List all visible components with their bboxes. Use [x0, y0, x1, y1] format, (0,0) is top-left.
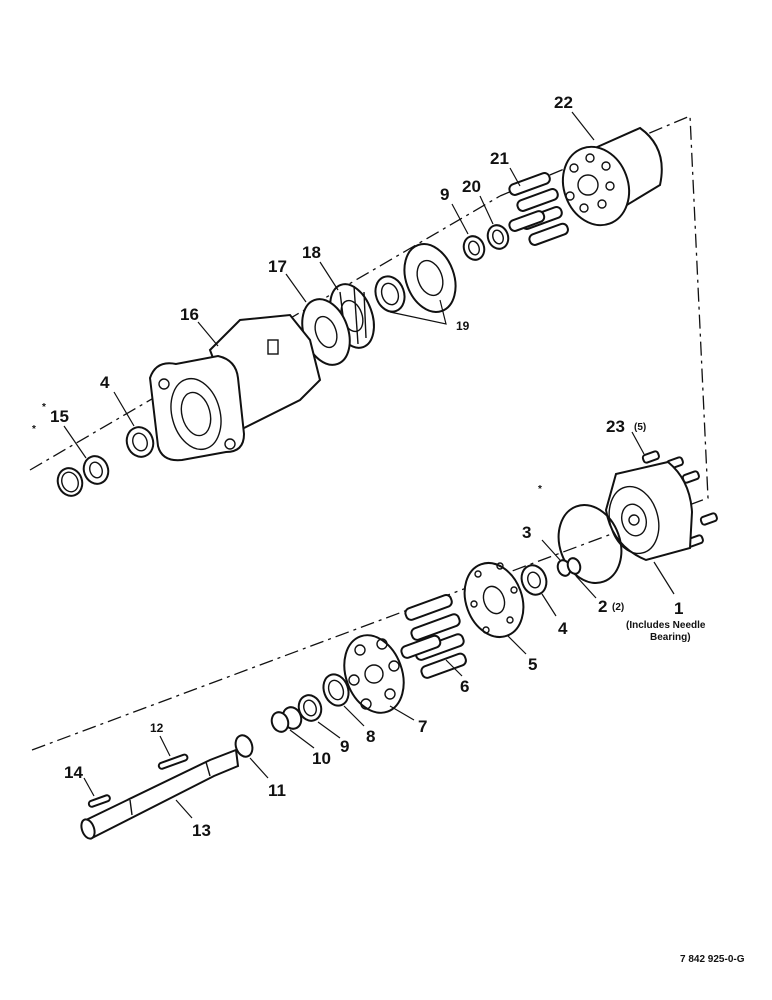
leader-5	[507, 635, 527, 655]
part-21-pistons	[508, 172, 569, 246]
callout-22: 22	[554, 93, 573, 112]
asterisk-retaining-ring: *	[32, 424, 36, 435]
part-15-shaft-seal	[56, 455, 110, 497]
leader-23	[631, 431, 645, 455]
callout-10: 10	[312, 749, 331, 768]
part-9-upper-bushing	[462, 235, 486, 261]
callout-23-quantity: (5)	[634, 422, 646, 433]
part-13-drive-shaft	[80, 748, 240, 840]
part-16-motor-housing	[148, 313, 322, 462]
part-12-key	[157, 753, 189, 770]
leader-18	[319, 261, 339, 291]
leader-21	[509, 167, 521, 187]
leader-4-upper	[113, 391, 135, 427]
callout-20: 20	[462, 177, 481, 196]
callout-4-upper: 4	[100, 373, 110, 392]
callout-7: 7	[418, 717, 427, 736]
callout-12: 12	[150, 721, 164, 735]
assembly-frame-line	[31, 115, 709, 751]
callout-9-lower: 9	[340, 737, 349, 756]
callout-18: 18	[302, 243, 321, 262]
part-22-cylinder-block	[561, 126, 663, 227]
callout-6: 6	[460, 677, 469, 696]
leader-2	[575, 575, 597, 599]
leader-9-upper	[451, 203, 469, 235]
part-4-upper-bushing	[125, 426, 155, 458]
callout-11: 11	[268, 781, 286, 800]
callout-14: 14	[64, 763, 83, 782]
asterisk-o-ring: *	[538, 484, 542, 495]
figure-id: 7 842 925-0-G	[680, 954, 745, 965]
callout-13: 13	[192, 821, 211, 840]
leader-14	[83, 777, 95, 797]
callout-2-quantity: (2)	[612, 602, 624, 613]
callout-19: 19	[456, 319, 470, 333]
leader-4-lower	[541, 593, 557, 617]
part-8-ring	[322, 673, 350, 707]
leader-1	[653, 561, 675, 595]
leader-11	[249, 757, 269, 779]
leader-12	[159, 735, 171, 757]
part-7-retainer-plate	[343, 634, 405, 714]
leader-9-lower	[317, 721, 341, 739]
part-19-thrust-race-washer	[374, 243, 457, 313]
callout-1: 1	[674, 599, 683, 618]
part-1-end-cap	[604, 460, 694, 562]
leader-6	[445, 659, 463, 677]
leader-10	[289, 729, 315, 749]
part-10-rings	[270, 706, 303, 733]
callout-15: 15	[50, 407, 69, 426]
leader-15	[63, 425, 87, 459]
note-includes-line1: (Includes Needle	[626, 620, 706, 631]
callout-23: 23	[606, 417, 625, 436]
callout-17: 17	[268, 257, 287, 276]
asterisk-15: *	[42, 402, 46, 413]
callout-8: 8	[366, 727, 375, 746]
part-14-key	[87, 794, 111, 808]
leader-17	[285, 273, 307, 303]
callout-5: 5	[528, 655, 537, 674]
leader-7	[389, 705, 415, 721]
leader-22	[571, 111, 595, 141]
part-11-snap-ring	[234, 734, 254, 758]
callout-16: 16	[180, 305, 199, 324]
callout-9-upper: 9	[440, 185, 449, 204]
part-2-washers	[566, 557, 582, 575]
leader-20	[479, 195, 494, 225]
part-20-ring	[486, 224, 510, 250]
part-5-swash-plate	[463, 562, 525, 638]
callout-21: 21	[490, 149, 509, 168]
part-o-ring	[557, 504, 623, 584]
callout-2: 2	[598, 597, 607, 616]
callout-3: 3	[522, 523, 531, 542]
callout-4-lower: 4	[558, 619, 568, 638]
leader-19	[389, 299, 447, 325]
leader-16	[197, 321, 219, 347]
note-includes-line2: Bearing)	[650, 632, 691, 643]
part-6-pistons	[400, 593, 467, 679]
leader-8	[343, 705, 365, 727]
part-4-lower-bushing	[520, 564, 548, 596]
leader-13	[175, 799, 193, 819]
leader-3	[541, 539, 561, 561]
